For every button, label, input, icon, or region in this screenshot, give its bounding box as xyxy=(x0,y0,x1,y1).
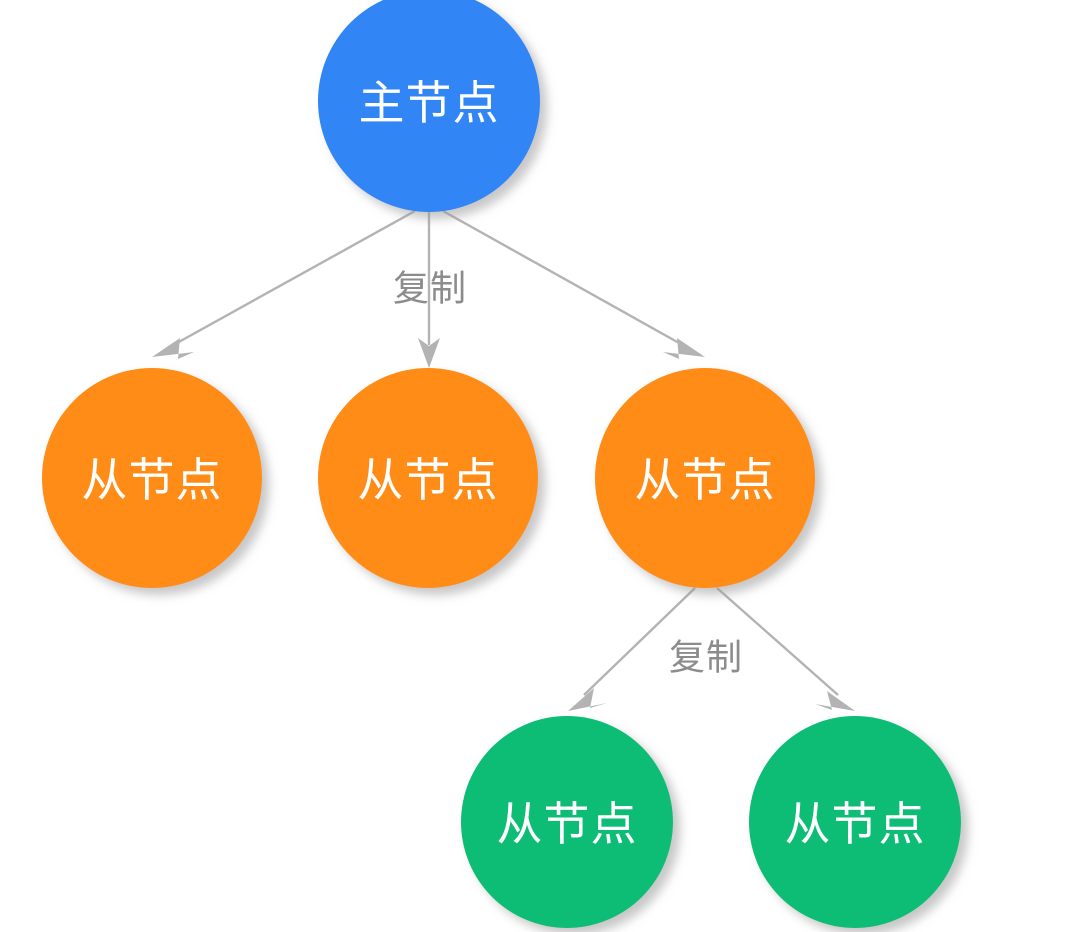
edge-label-group: 复制 复制 xyxy=(393,268,743,678)
node-slave-1[interactable]: 从节点 xyxy=(42,368,262,588)
node-slave-2-label: 从节点 xyxy=(358,454,499,506)
edge-master-to-slave-3 xyxy=(442,209,705,359)
node-slave-1-circle[interactable] xyxy=(42,368,262,588)
arrowhead-icon xyxy=(152,338,194,359)
edge-line xyxy=(167,209,416,350)
edge-line xyxy=(442,209,689,350)
edge-slave-3-to-sub-slave-1 xyxy=(568,587,696,711)
edge-line xyxy=(716,587,839,696)
node-sub-slave-1-label: 从节点 xyxy=(497,798,638,850)
edge-master-to-slave-1 xyxy=(152,209,416,359)
arrowhead-icon xyxy=(815,691,855,711)
edge-line xyxy=(583,587,696,696)
edge-label-replicate-bottom: 复制 xyxy=(669,637,743,678)
arrowhead-icon xyxy=(568,688,607,711)
node-sub-slave-2-label: 从节点 xyxy=(785,798,926,850)
node-group: 主节点 从节点 从节点 从节点 从节点 从节点 xyxy=(42,0,961,928)
arrowhead-icon xyxy=(663,338,705,359)
edge-slave-3-to-sub-slave-2 xyxy=(716,587,855,711)
node-slave-1-label: 从节点 xyxy=(82,454,223,506)
node-sub-slave-1[interactable]: 从节点 xyxy=(461,716,673,928)
node-sub-slave-1-circle[interactable] xyxy=(461,716,673,928)
node-master-label: 主节点 xyxy=(359,77,500,129)
node-slave-2[interactable]: 从节点 xyxy=(318,368,538,588)
node-master[interactable]: 主节点 xyxy=(318,0,540,212)
node-sub-slave-2[interactable]: 从节点 xyxy=(749,716,961,928)
node-slave-2-circle[interactable] xyxy=(318,368,538,588)
node-master-circle[interactable] xyxy=(318,0,540,212)
edge-group xyxy=(152,209,855,711)
edge-label-replicate-top: 复制 xyxy=(393,268,467,309)
node-slave-3-label: 从节点 xyxy=(635,454,776,506)
node-sub-slave-2-circle[interactable] xyxy=(749,716,961,928)
node-slave-3[interactable]: 从节点 xyxy=(595,368,815,588)
edge-master-to-slave-2 xyxy=(418,212,440,368)
arrowhead-icon xyxy=(418,338,440,368)
node-slave-3-circle[interactable] xyxy=(595,368,815,588)
